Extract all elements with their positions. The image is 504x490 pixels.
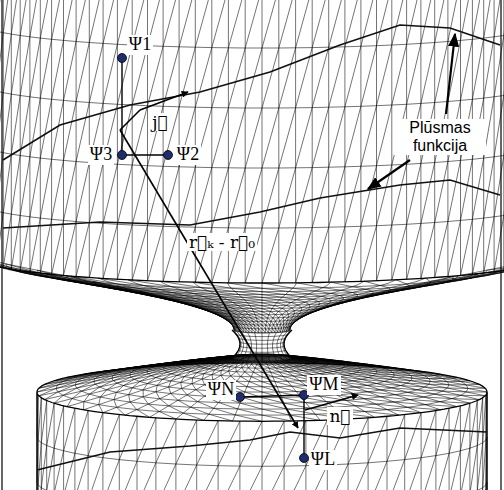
leader-arrow [446, 34, 455, 114]
element-edge [303, 395, 304, 458]
node-value-label: ΨM [307, 375, 340, 395]
node-value-label: ΨL [309, 450, 337, 470]
node-value-label: Ψ2 [175, 145, 201, 165]
node-value-label: ΨN [206, 380, 236, 400]
stream-line [37, 428, 487, 470]
node-dot [118, 54, 127, 63]
vector-line [120, 110, 140, 130]
vector-arrow [140, 92, 188, 110]
element-edge [240, 395, 304, 397]
outline-lines [0, 255, 504, 490]
vector-label: j⃗ [150, 113, 169, 132]
node-dot [118, 151, 127, 160]
stream-line [3, 25, 500, 160]
frame-line [500, 0, 501, 490]
node-dot [300, 454, 309, 463]
frame-line [1, 0, 2, 490]
vector-label: r⃗ₖ - r⃗₀ [187, 233, 257, 252]
leader-arrow [368, 160, 410, 189]
node-value-label: Ψ3 [88, 145, 114, 165]
node-value-label: Ψ1 [127, 35, 153, 55]
vector-arrow [120, 130, 298, 428]
element-edge [122, 154, 168, 155]
element-edge [121, 58, 122, 155]
node-dot [236, 393, 245, 402]
vector-label: n⃗ [327, 407, 352, 426]
callout-label: Plūsmas funkcija [394, 119, 486, 154]
node-dot [164, 151, 173, 160]
stream-line [3, 180, 500, 228]
